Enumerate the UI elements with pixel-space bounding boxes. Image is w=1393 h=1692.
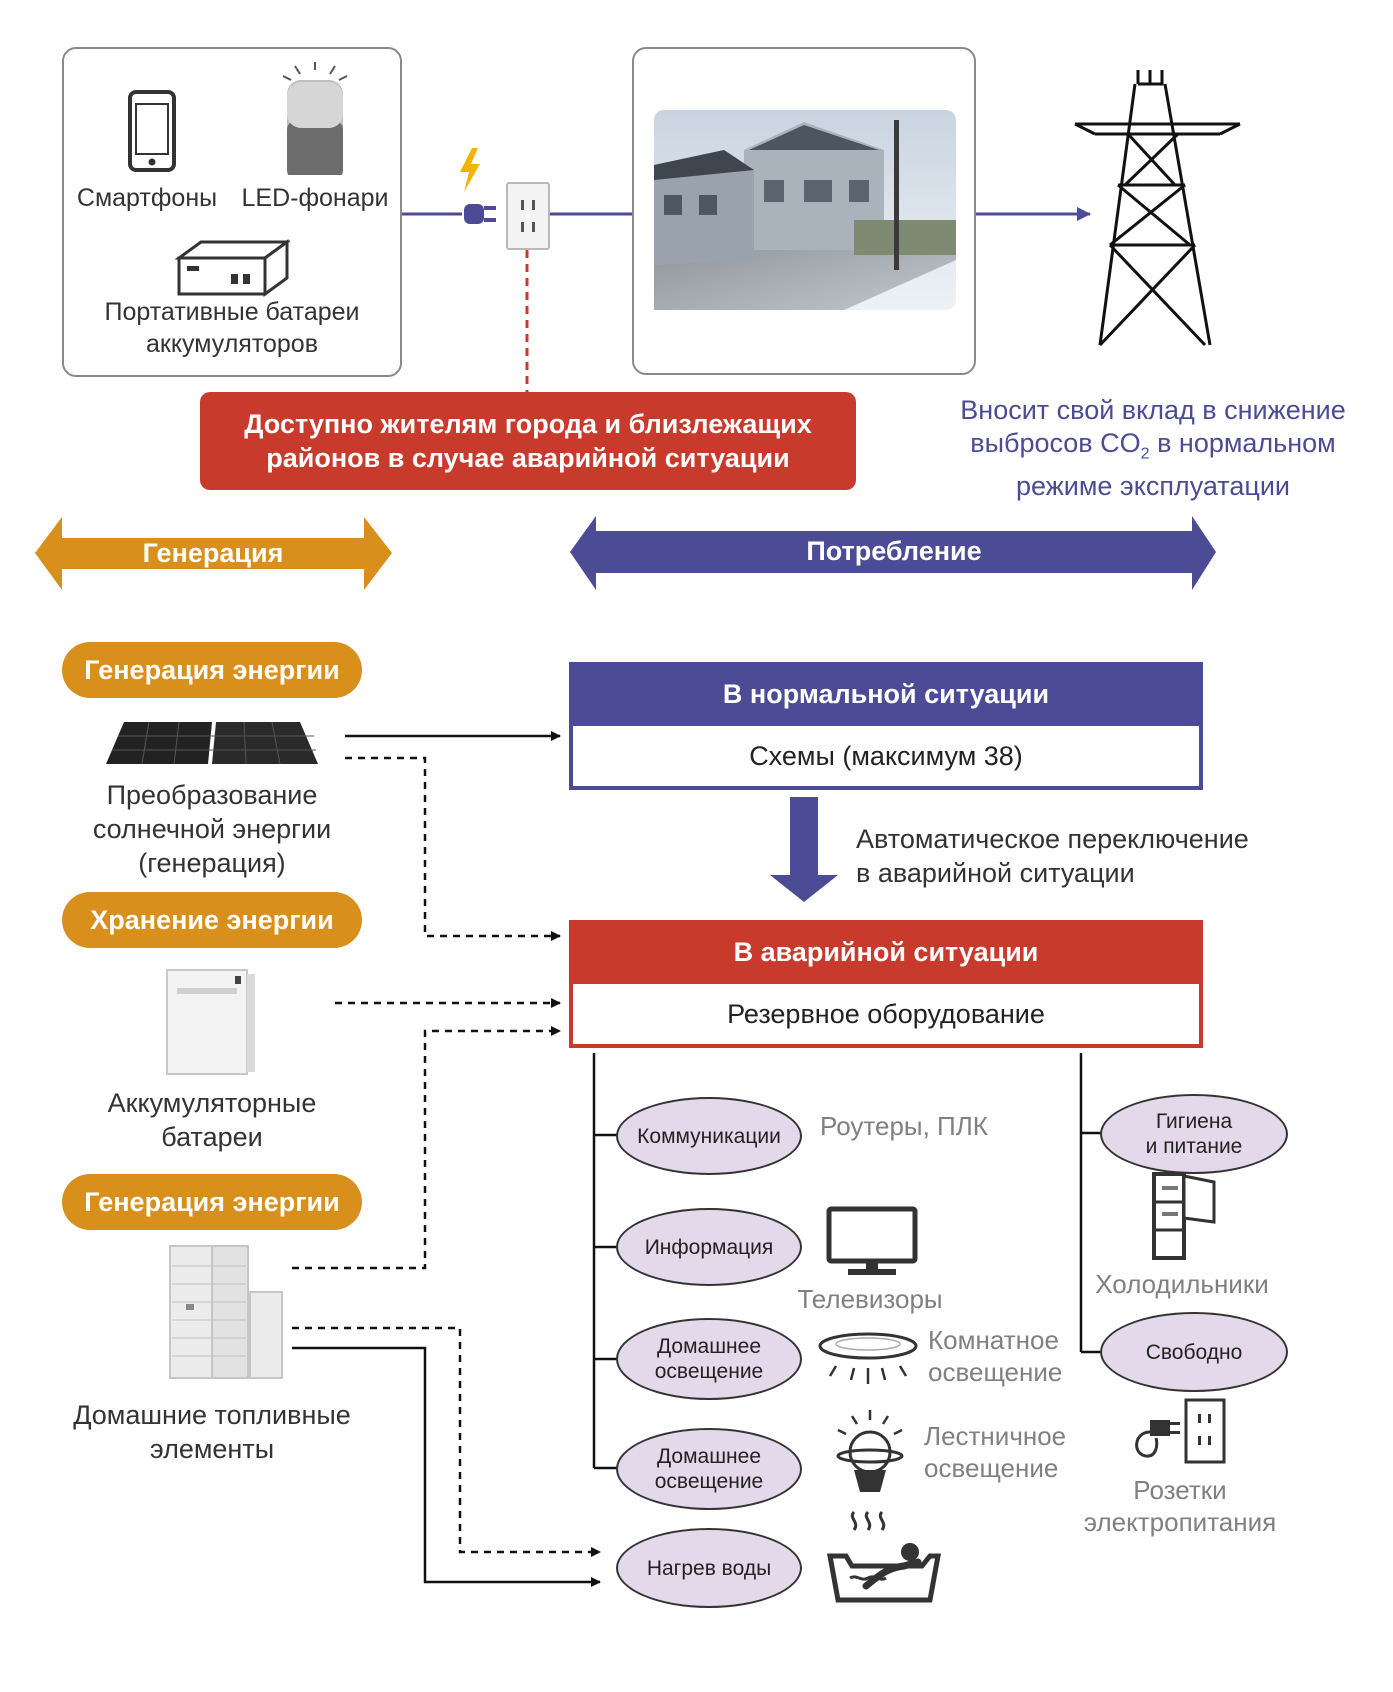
tv-label: Телевизоры (797, 1284, 943, 1314)
lightning-icon (460, 148, 480, 192)
solar-generation-label: Преобразование солнечной энергии (генера… (92, 780, 332, 878)
fridge-icon (1152, 1172, 1216, 1260)
stair-lighting-label: Лестничное освещение (924, 1421, 1067, 1483)
house-photo (654, 110, 956, 310)
emergency-situation-header: В аварийной ситуации (733, 937, 1039, 967)
co2-note-line1: Вносит свой вклад в снижение (960, 395, 1346, 425)
load-oval-water-heating: Нагрев воды (616, 1528, 802, 1608)
co2-note-subscript: 2 (1140, 445, 1150, 463)
portable-devices-panel (62, 47, 402, 377)
stair-light-icon (836, 1410, 904, 1492)
normal-situation-body: Схемы (максимум 38) (573, 726, 1199, 786)
led-lanterns-label: LED-фонари (241, 184, 389, 212)
public-access-banner: Доступно жителям города и близлежащих ра… (200, 392, 856, 490)
load-oval-communications: Коммуникации (616, 1097, 802, 1175)
ceiling-light-icon (818, 1332, 918, 1384)
led-lantern-icon (282, 62, 348, 175)
left-load-bus (592, 1053, 620, 1470)
pill-energy-generation-fuel: Генерация энергии (62, 1174, 362, 1230)
fuel-cell-icon (169, 1245, 283, 1379)
fuel-to-emergency-line (292, 1026, 561, 1270)
smartphones-label: Смартфоны (76, 184, 218, 212)
smartphone-icon (128, 90, 176, 172)
room-lighting-label: Комнатное освещение (928, 1325, 1063, 1387)
tv-icon (826, 1206, 918, 1275)
automatic-switchover-note: Автоматическое переключение в аварийной … (856, 824, 1249, 888)
co2-reduction-note: Вносит свой вклад в снижение выбросов CO… (928, 394, 1378, 503)
power-tower-icon (1074, 70, 1241, 347)
pill-energy-generation-solar: Генерация энергии (62, 642, 362, 698)
plug-icon (464, 204, 496, 224)
generation-arrow (35, 517, 392, 590)
routers-plc-label: Роутеры, ПЛК (820, 1111, 988, 1141)
solar-panel-icon (106, 721, 318, 765)
fridge-label: Холодильники (1095, 1269, 1269, 1299)
consumption-arrow (570, 516, 1216, 590)
fuel-cell-label: Домашние топливные элементы (73, 1400, 351, 1464)
pill-energy-storage: Хранение энергии (62, 892, 362, 948)
load-oval-hygiene-food: Гигиена и питание (1100, 1094, 1288, 1174)
outlet-icon (1135, 1398, 1226, 1464)
bath-icon (827, 1510, 941, 1603)
power-outlets-label: Розетки электропитания (1083, 1475, 1277, 1537)
co2-note-line3: режиме эксплуатации (1015, 471, 1291, 502)
storage-battery-label: Аккумуляторные батареи (107, 1088, 317, 1152)
solar-to-emergency-line (345, 756, 561, 941)
load-oval-free: Свободно (1100, 1312, 1288, 1392)
generation-arrow-label: Генерация (142, 538, 284, 568)
portable-battery-icon (175, 239, 290, 297)
emergency-situation-body: Резервное оборудование (573, 984, 1199, 1044)
fuel-to-water-dashed (292, 1326, 601, 1557)
fuel-to-water-solid (292, 1346, 601, 1587)
co2-note-line2-post: в нормальном (1149, 428, 1336, 458)
switchover-arrow (770, 797, 838, 902)
consumption-arrow-label: Потребление (806, 536, 982, 566)
right-load-bus (1079, 1053, 1104, 1354)
load-oval-home-lighting-1: Домашнее освещение (616, 1318, 802, 1400)
normal-situation-header: В нормальной ситуации (722, 679, 1050, 709)
load-oval-information: Информация (616, 1208, 802, 1286)
storage-battery-icon (166, 969, 255, 1075)
co2-note-line2: выбросов CO2 в нормальном (928, 427, 1378, 470)
wall-outlet-icon (506, 182, 550, 250)
load-oval-home-lighting-2: Домашнее освещение (616, 1428, 802, 1510)
portable-batteries-label: Портативные батареи аккумуляторов (104, 298, 360, 358)
co2-note-line2-pre: выбросов CO (970, 428, 1141, 458)
